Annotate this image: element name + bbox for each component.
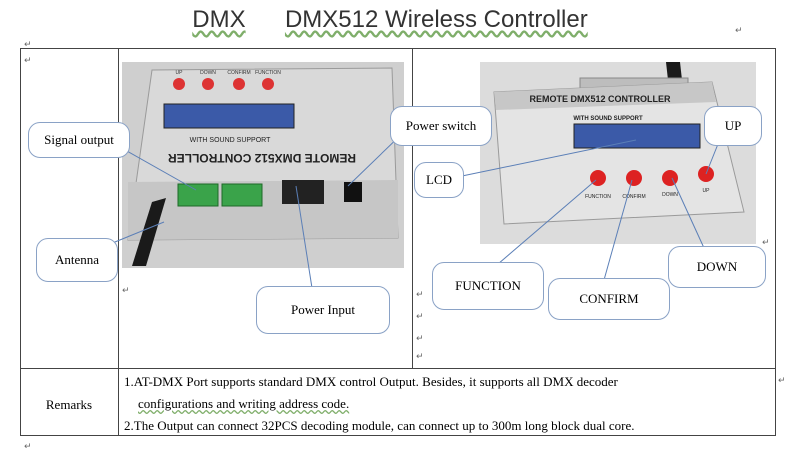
callout-signal-output: Signal output	[28, 122, 130, 158]
callout-power-input-text: Power Input	[291, 302, 355, 317]
page-title: DMX DMX512 Wireless Controller	[0, 6, 780, 34]
callout-up: UP	[704, 106, 762, 146]
left-panel-text: REMOTE DMX512 CONTROLLER	[168, 151, 356, 165]
callout-up-text: UP	[724, 118, 742, 133]
title-part2: DMX512 Wireless Controller	[284, 6, 588, 33]
table-row-divider	[20, 368, 776, 369]
callout-power-input: Power Input	[256, 286, 390, 334]
callout-function: FUNCTION	[432, 262, 544, 310]
remark-line-2: 2.The Output can connect 32PCS decoding …	[124, 418, 635, 433]
callout-confirm-text: CONFIRM	[579, 291, 639, 306]
left-button-label-down: DOWN	[200, 70, 216, 76]
paragraph-mark: ↵	[24, 442, 32, 452]
right-button-label-confirm: CONFIRM	[622, 194, 645, 200]
callout-lcd: LCD	[414, 162, 464, 198]
paragraph-mark: ↵	[416, 352, 424, 362]
callout-function-text: FUNCTION	[455, 278, 521, 293]
callout-power-switch-text: Power switch	[405, 118, 477, 133]
callout-confirm: CONFIRM	[548, 278, 670, 320]
remark-line-1b: configurations and writing address code.	[138, 396, 350, 411]
paragraph-mark: ↵	[416, 290, 424, 300]
left-button-label-confirm: CONFIRM	[227, 70, 250, 76]
left-button-label-function: FUNCTION	[255, 70, 281, 76]
paragraph-mark: ↵	[416, 312, 424, 322]
callout-lcd-text: LCD	[426, 172, 452, 187]
controller-back-photo: UP DOWN CONFIRM FUNCTION WITH SOUND SUPP…	[122, 62, 404, 268]
spec-table	[20, 48, 776, 436]
callout-antenna-text: Antenna	[54, 252, 100, 267]
callout-antenna: Antenna	[36, 238, 118, 282]
right-sub-text: WITH SOUND SUPPORT	[573, 116, 643, 122]
controller-front-photo: REMOTE DMX512 CONTROLLER WITH SOUND SUPP…	[480, 62, 756, 244]
table-col-divider	[412, 48, 413, 368]
callout-signal-output-text: Signal output	[44, 132, 114, 147]
paragraph-mark: ↵	[735, 26, 743, 36]
paragraph-mark: ↵	[778, 376, 786, 386]
remarks-label: Remarks	[45, 397, 93, 412]
paragraph-mark: ↵	[122, 286, 130, 296]
callout-down-text: DOWN	[696, 259, 738, 274]
left-sub-text: WITH SOUND SUPPORT	[190, 137, 271, 144]
right-panel-text: REMOTE DMX512 CONTROLLER	[529, 94, 671, 104]
callout-power-switch: Power switch	[390, 106, 492, 146]
right-button-label-function: FUNCTION	[585, 194, 611, 200]
left-button-label-up: UP	[176, 70, 184, 76]
remark-line-1: 1.AT-DMX Port supports standard DMX cont…	[124, 374, 618, 389]
right-button-label-up: UP	[703, 188, 711, 194]
title-part1: DMX	[192, 6, 246, 33]
paragraph-mark: ↵	[416, 334, 424, 344]
table-col-divider	[118, 48, 119, 436]
paragraph-mark: ↵	[762, 238, 770, 248]
paragraph-mark: ↵	[24, 56, 32, 66]
callout-down: DOWN	[668, 246, 766, 288]
paragraph-mark: ↵	[24, 40, 32, 50]
right-button-label-down: DOWN	[662, 192, 678, 198]
